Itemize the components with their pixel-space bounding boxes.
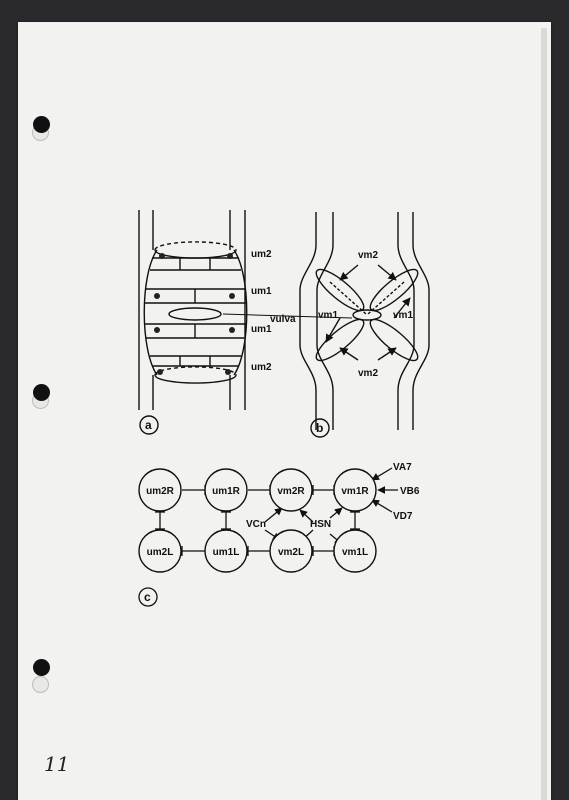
panel-a-ring-label-2: um1 (251, 286, 272, 297)
panel-a (138, 210, 248, 435)
panel-b-label-left: vm1 (318, 310, 338, 321)
node-vm1R: vm1R (341, 486, 369, 497)
punch-hole-bottom (33, 659, 50, 676)
panel-a-letter: a (145, 418, 152, 432)
panel-b-label-bottom: vm2 (358, 368, 378, 379)
panel-a-ring-label-1: um2 (251, 249, 272, 260)
panel-b-label-right: vm1 (393, 310, 413, 321)
input-vcn: VCn (246, 519, 266, 530)
node-vm2L: vm2L (278, 547, 304, 558)
input-vb6: VB6 (400, 486, 420, 497)
vulva-label: vulva (270, 314, 296, 325)
input-va7: VA7 (393, 462, 412, 473)
punch-hole-shadow-bottom (32, 676, 49, 693)
panel-a-ring-label-3: um1 (251, 324, 272, 335)
node-vm2R: vm2R (277, 486, 305, 497)
panel-a-dots (154, 253, 235, 375)
paper-edge (541, 28, 547, 800)
panel-c-letter: c (144, 590, 151, 604)
node-um1R: um1R (212, 486, 241, 497)
punch-hole-middle (33, 384, 50, 401)
node-vm1L: vm1L (342, 547, 368, 558)
node-um2L: um2L (147, 547, 174, 558)
punch-hole-top (33, 116, 50, 133)
page-number: 11 (44, 752, 70, 776)
paper-sheet (18, 22, 551, 800)
panel-a-ring-label-4: um2 (251, 362, 272, 373)
input-vd7: VD7 (393, 511, 413, 522)
node-um2R: um2R (146, 486, 175, 497)
panel-b (299, 212, 430, 438)
vulva-pointer (222, 313, 353, 319)
input-hsn: HSN (310, 519, 331, 530)
panel-c-nodes (138, 468, 377, 573)
node-um1L: um1L (213, 547, 240, 558)
panel-b-letter: b (316, 421, 323, 435)
panel-b-label-top: vm2 (358, 250, 378, 261)
